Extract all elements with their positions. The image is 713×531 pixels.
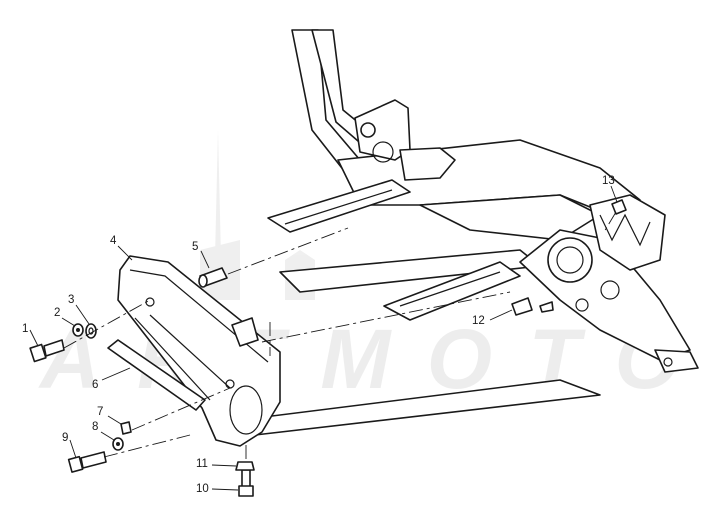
fastener-2-washer bbox=[72, 323, 84, 337]
callout-2: 2 bbox=[54, 307, 60, 319]
fastener-11-nut bbox=[235, 461, 255, 471]
fastener-1-bolt bbox=[29, 339, 65, 363]
callout-3: 3 bbox=[68, 294, 74, 306]
callout-11: 11 bbox=[196, 458, 208, 470]
callout-labels: 1 2 3 4 5 6 7 8 9 10 11 12 13 bbox=[22, 175, 615, 495]
fastener-8-washer bbox=[112, 437, 124, 451]
callout-5: 5 bbox=[192, 241, 198, 253]
callout-7: 7 bbox=[97, 406, 103, 418]
callout-10: 10 bbox=[196, 483, 209, 495]
callout-4: 4 bbox=[110, 235, 117, 247]
callout-6: 6 bbox=[92, 379, 98, 391]
fastener-5-spacer bbox=[198, 267, 228, 288]
fastener-9-bolt bbox=[67, 451, 107, 473]
fastener-13-nut bbox=[611, 199, 627, 215]
callout-9: 9 bbox=[62, 432, 68, 444]
callout-8: 8 bbox=[92, 421, 98, 433]
leader-lines bbox=[29, 185, 618, 491]
callout-13: 13 bbox=[602, 175, 615, 187]
fastener-10-bolt bbox=[238, 469, 254, 497]
fastener-7-cap bbox=[120, 421, 132, 435]
assembly-centerlines bbox=[63, 211, 617, 462]
callout-12: 12 bbox=[472, 315, 485, 327]
fastener-12-clip bbox=[511, 297, 554, 316]
callout-1: 1 bbox=[22, 323, 28, 335]
chassis-frame bbox=[239, 29, 699, 436]
part-6-strip bbox=[107, 339, 206, 411]
